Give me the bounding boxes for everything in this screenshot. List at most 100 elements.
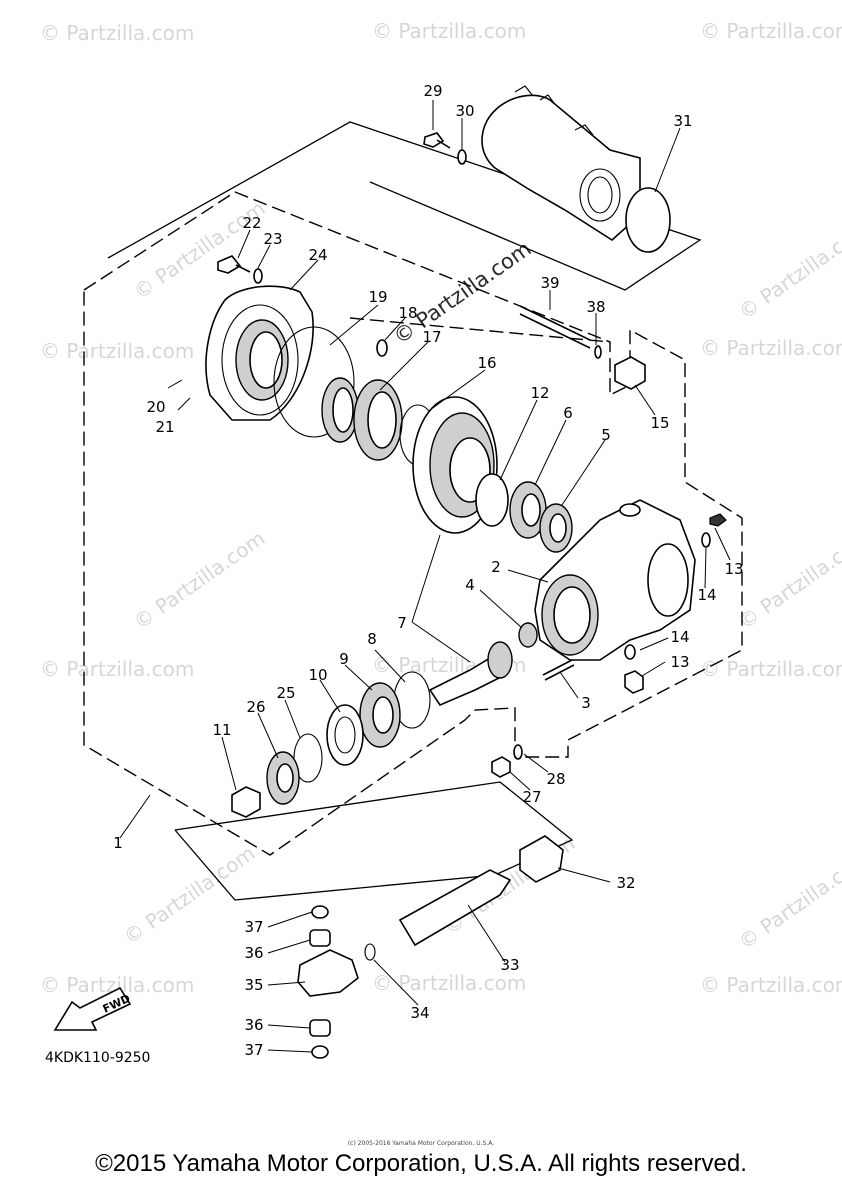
plug-13b [624, 670, 644, 694]
part-label-14b: 14 [670, 628, 689, 646]
part-label-15: 15 [650, 414, 669, 432]
watermark: © Partzilla.com [40, 657, 194, 681]
bearing-4 [518, 622, 538, 648]
housing-31 [481, 94, 641, 242]
part-label-20: 20 [146, 398, 165, 416]
watermark: © Partzilla.com [372, 971, 526, 995]
part-label-37b: 37 [244, 1041, 263, 1059]
part-labels: 29 30 31 22 23 24 19 18 17 16 12 6 5 39 … [113, 82, 743, 1059]
part-label-10: 10 [308, 666, 327, 684]
plug-13 [709, 513, 727, 527]
part-label-38: 38 [586, 298, 605, 316]
part-label-22: 22 [242, 214, 261, 232]
part-label-33: 33 [500, 956, 519, 974]
coupling-32 [519, 835, 564, 883]
part-label-2: 2 [491, 558, 501, 576]
part-label-9: 9 [339, 650, 349, 668]
part-label-25: 25 [276, 684, 295, 702]
nut-27 [491, 756, 511, 778]
watermark: © Partzilla.com [40, 21, 194, 45]
circlip-37-bottom [311, 1045, 329, 1059]
small-credit: (c) 2005-2016 Yamaha Motor Corporation, … [347, 1140, 495, 1147]
assembly-sub-outline [349, 317, 611, 343]
washer-30 [457, 149, 467, 165]
copyright: ©2015 Yamaha Motor Corporation, U.S.A. A… [95, 1150, 747, 1177]
clip-34 [364, 943, 376, 961]
watermark: © Partzilla.com [372, 19, 526, 43]
gasket-31 [625, 187, 671, 253]
assembly-1-outline [83, 191, 743, 856]
washer-28 [513, 744, 523, 760]
cap-36-bottom [309, 1019, 331, 1037]
watermark: © Partzilla.com [40, 339, 194, 363]
part-label-24: 24 [308, 246, 327, 264]
part-label-19: 19 [368, 288, 387, 306]
watermark: © Partzilla.com [129, 526, 269, 634]
part-label-35: 35 [244, 976, 263, 994]
leader-lines [119, 100, 731, 1053]
part-label-13b: 13 [670, 653, 689, 671]
washer-14b [624, 644, 636, 660]
collar-11 [231, 786, 261, 818]
washer-18 [376, 339, 388, 357]
watermark: © Partzilla.com [700, 336, 842, 360]
part-label-1: 1 [113, 834, 123, 852]
watermark: © Partzilla.com [734, 846, 842, 954]
bolt-22 [217, 255, 242, 274]
bolt-29 [423, 132, 445, 148]
watermark: © Partzilla.com [119, 841, 259, 949]
stud-3 [542, 659, 573, 676]
ring-gear-group [412, 396, 509, 534]
part-label-4: 4 [465, 576, 475, 594]
part-label-26: 26 [246, 698, 265, 716]
circlip-37-top [311, 905, 329, 919]
nut-10 [326, 704, 364, 766]
watermark: © Partzilla.com [700, 973, 842, 997]
housing-box-top [107, 121, 702, 291]
washer-23 [253, 268, 263, 284]
part-label-34: 34 [410, 1004, 429, 1022]
part-label-39: 39 [540, 274, 559, 292]
upper-housing-group [423, 85, 671, 253]
fwd-arrow-icon [53, 986, 132, 1031]
part-label-36: 36 [244, 944, 263, 962]
oring-19 [273, 326, 355, 438]
part-label-12: 12 [530, 384, 549, 402]
washer-14 [701, 532, 711, 548]
watermark: © Partzilla.com [734, 526, 842, 634]
part-label-36b: 36 [244, 1016, 263, 1034]
part-label-16: 16 [477, 354, 496, 372]
gear-case-group [534, 499, 696, 661]
part-label-30: 30 [455, 102, 474, 120]
clip-38 [594, 345, 602, 359]
part-label-6: 6 [563, 404, 573, 422]
part-label-29: 29 [423, 82, 442, 100]
part-label-8: 8 [367, 630, 377, 648]
part-label-27: 27 [522, 788, 541, 806]
watermark-center: © Partzilla.com [389, 236, 536, 349]
part-label-21: 21 [155, 418, 174, 436]
part-label-23: 23 [263, 230, 282, 248]
plate-12 [475, 473, 509, 527]
watermark: © Partzilla.com [700, 657, 842, 681]
part-label-3: 3 [581, 694, 591, 712]
part-label-17: 17 [422, 328, 441, 346]
pin-39 [519, 305, 591, 341]
drive-shaft-33 [398, 869, 512, 947]
diagram-code: 4KDK110-9250 [45, 1050, 150, 1066]
pinion-shaft-group [428, 641, 514, 706]
part-label-37: 37 [244, 918, 263, 936]
watermark: © Partzilla.com [734, 216, 842, 324]
part-label-5: 5 [601, 426, 611, 444]
cover-group [205, 255, 314, 421]
part-label-11: 11 [212, 721, 231, 739]
part-label-13: 13 [724, 560, 743, 578]
cap-36-top [309, 929, 331, 947]
part-label-14: 14 [697, 586, 716, 604]
part-label-18: 18 [398, 304, 417, 322]
part-label-32: 32 [616, 874, 635, 892]
part-label-7: 7 [397, 614, 407, 632]
part-label-28: 28 [546, 770, 565, 788]
collar-15 [614, 356, 646, 390]
